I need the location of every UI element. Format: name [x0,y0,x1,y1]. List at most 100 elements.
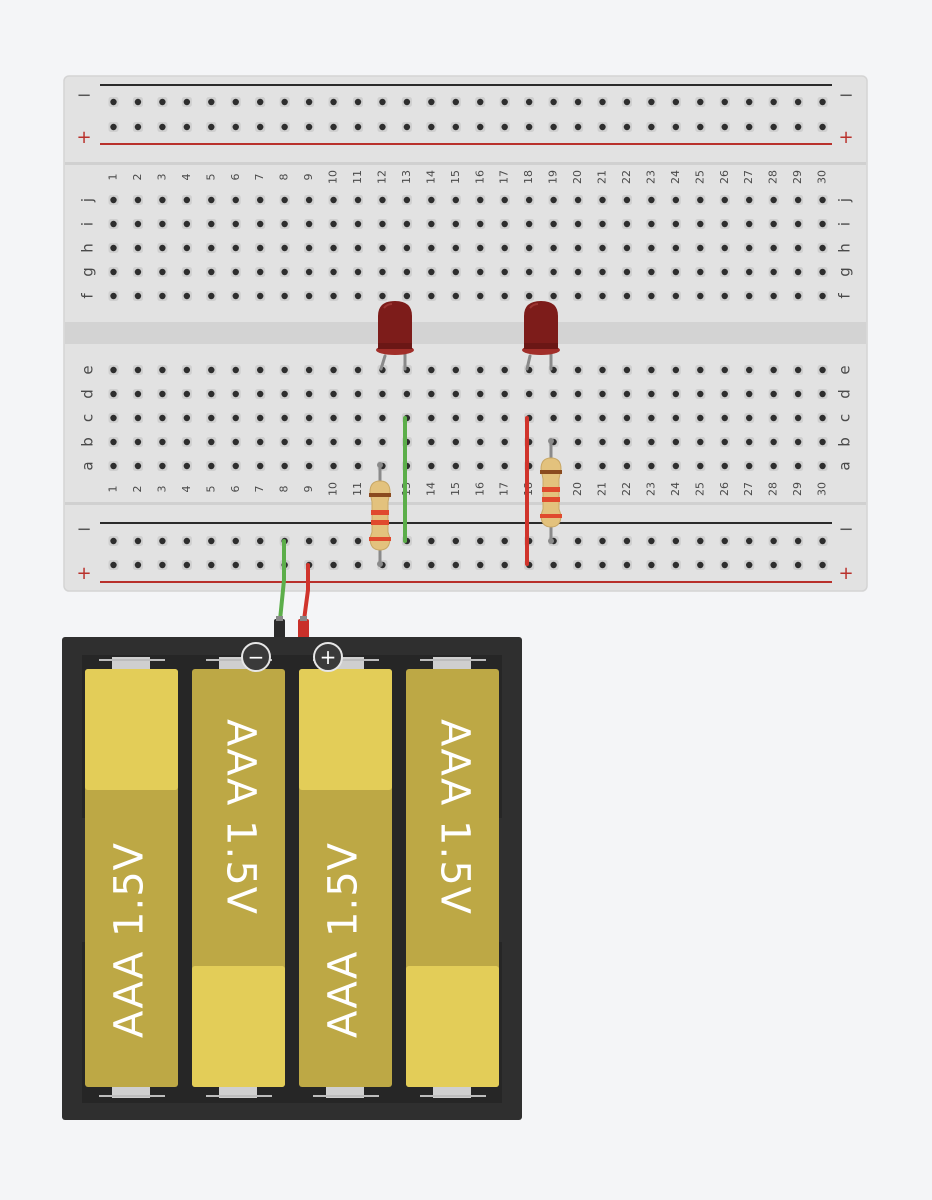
hole-h27[interactable] [744,243,755,253]
rail-hole-3-13[interactable] [426,560,437,570]
hole-b16[interactable] [475,437,486,447]
rail-hole-2-15[interactable] [475,536,486,546]
battery-leads[interactable] [274,539,310,639]
rail-hole-3-16[interactable] [499,560,510,570]
led-1[interactable] [376,301,414,371]
rail-hole-3-18[interactable] [548,560,559,570]
hole-c2[interactable] [132,413,143,423]
hole-g29[interactable] [793,267,804,277]
rail-hole-2-29[interactable] [817,536,828,546]
hole-j7[interactable] [255,195,266,205]
hole-c1[interactable] [108,413,119,423]
rail-hole-2-8[interactable] [304,536,315,546]
rail-hole-1-25[interactable] [719,122,730,132]
hole-f25[interactable] [695,291,706,301]
rail-hole-3-20[interactable] [597,560,608,570]
hole-g12[interactable] [377,267,388,277]
hole-d24[interactable] [670,389,681,399]
hole-d16[interactable] [475,389,486,399]
hole-e3[interactable] [157,365,168,375]
hole-a4[interactable] [181,461,192,471]
rail-hole-2-5[interactable] [230,536,241,546]
hole-i30[interactable] [817,219,828,229]
hole-b8[interactable] [279,437,290,447]
hole-b11[interactable] [353,437,363,447]
hole-d3[interactable] [157,389,168,399]
rail-hole-2-3[interactable] [181,536,192,546]
hole-i13[interactable] [401,219,412,229]
hole-a29[interactable] [793,461,804,471]
hole-d7[interactable] [255,389,266,399]
hole-f3[interactable] [157,291,168,301]
hole-d30[interactable] [817,389,828,399]
hole-a10[interactable] [328,461,339,471]
hole-g6[interactable] [230,267,241,277]
resistor-2[interactable] [540,438,562,544]
hole-c11[interactable] [353,413,363,423]
rail-hole-0-14[interactable] [450,97,461,107]
hole-h11[interactable] [353,243,363,253]
hole-e13[interactable] [401,365,412,375]
rail-hole-1-23[interactable] [670,122,681,132]
hole-c24[interactable] [670,413,681,423]
rail-hole-0-20[interactable] [597,97,608,107]
hole-e16[interactable] [475,365,486,375]
hole-g24[interactable] [670,267,681,277]
hole-j2[interactable] [132,195,143,205]
hole-f1[interactable] [108,291,119,301]
hole-h28[interactable] [768,243,779,253]
rail-hole-0-12[interactable] [401,97,412,107]
rail-hole-3-6[interactable] [255,560,266,570]
hole-i1[interactable] [108,219,119,229]
rail-hole-1-21[interactable] [621,122,632,132]
hole-h22[interactable] [621,243,632,253]
rail-hole-1-24[interactable] [695,122,706,132]
hole-b10[interactable] [328,437,339,447]
hole-e28[interactable] [768,365,779,375]
hole-j25[interactable] [695,195,706,205]
hole-j18[interactable] [524,195,535,205]
hole-i20[interactable] [573,219,584,229]
hole-i6[interactable] [230,219,241,229]
rail-hole-0-1[interactable] [132,97,143,107]
hole-c16[interactable] [475,413,486,423]
rail-hole-1-29[interactable] [817,122,828,132]
hole-j17[interactable] [499,195,510,205]
hole-e8[interactable] [279,365,290,375]
hole-h26[interactable] [719,243,730,253]
hole-c4[interactable] [181,413,192,423]
rail-hole-2-22[interactable] [646,536,657,546]
hole-c17[interactable] [499,413,510,423]
hole-f12[interactable] [377,291,388,301]
rail-hole-2-24[interactable] [695,536,706,546]
rail-hole-1-20[interactable] [597,122,608,132]
hole-f30[interactable] [817,291,828,301]
hole-f2[interactable] [132,291,143,301]
hole-d27[interactable] [744,389,755,399]
hole-e5[interactable] [206,365,217,375]
hole-g5[interactable] [206,267,217,277]
hole-b7[interactable] [255,437,266,447]
hole-d5[interactable] [206,389,217,399]
hole-b9[interactable] [304,437,315,447]
rail-hole-1-1[interactable] [132,122,143,132]
hole-c30[interactable] [817,413,828,423]
hole-g22[interactable] [621,267,632,277]
hole-g23[interactable] [646,267,657,277]
rail-hole-3-0[interactable] [108,560,119,570]
hole-i2[interactable] [132,219,143,229]
rail-hole-1-28[interactable] [793,122,804,132]
hole-f4[interactable] [181,291,192,301]
hole-c27[interactable] [744,413,755,423]
rail-hole-0-16[interactable] [499,97,510,107]
rail-hole-3-22[interactable] [646,560,657,570]
hole-d25[interactable] [695,389,706,399]
hole-b17[interactable] [499,437,510,447]
hole-b20[interactable] [573,437,584,447]
hole-e24[interactable] [670,365,681,375]
rail-hole-2-20[interactable] [597,536,608,546]
hole-d17[interactable] [499,389,510,399]
hole-f22[interactable] [621,291,632,301]
hole-a26[interactable] [719,461,730,471]
hole-c15[interactable] [450,413,461,423]
